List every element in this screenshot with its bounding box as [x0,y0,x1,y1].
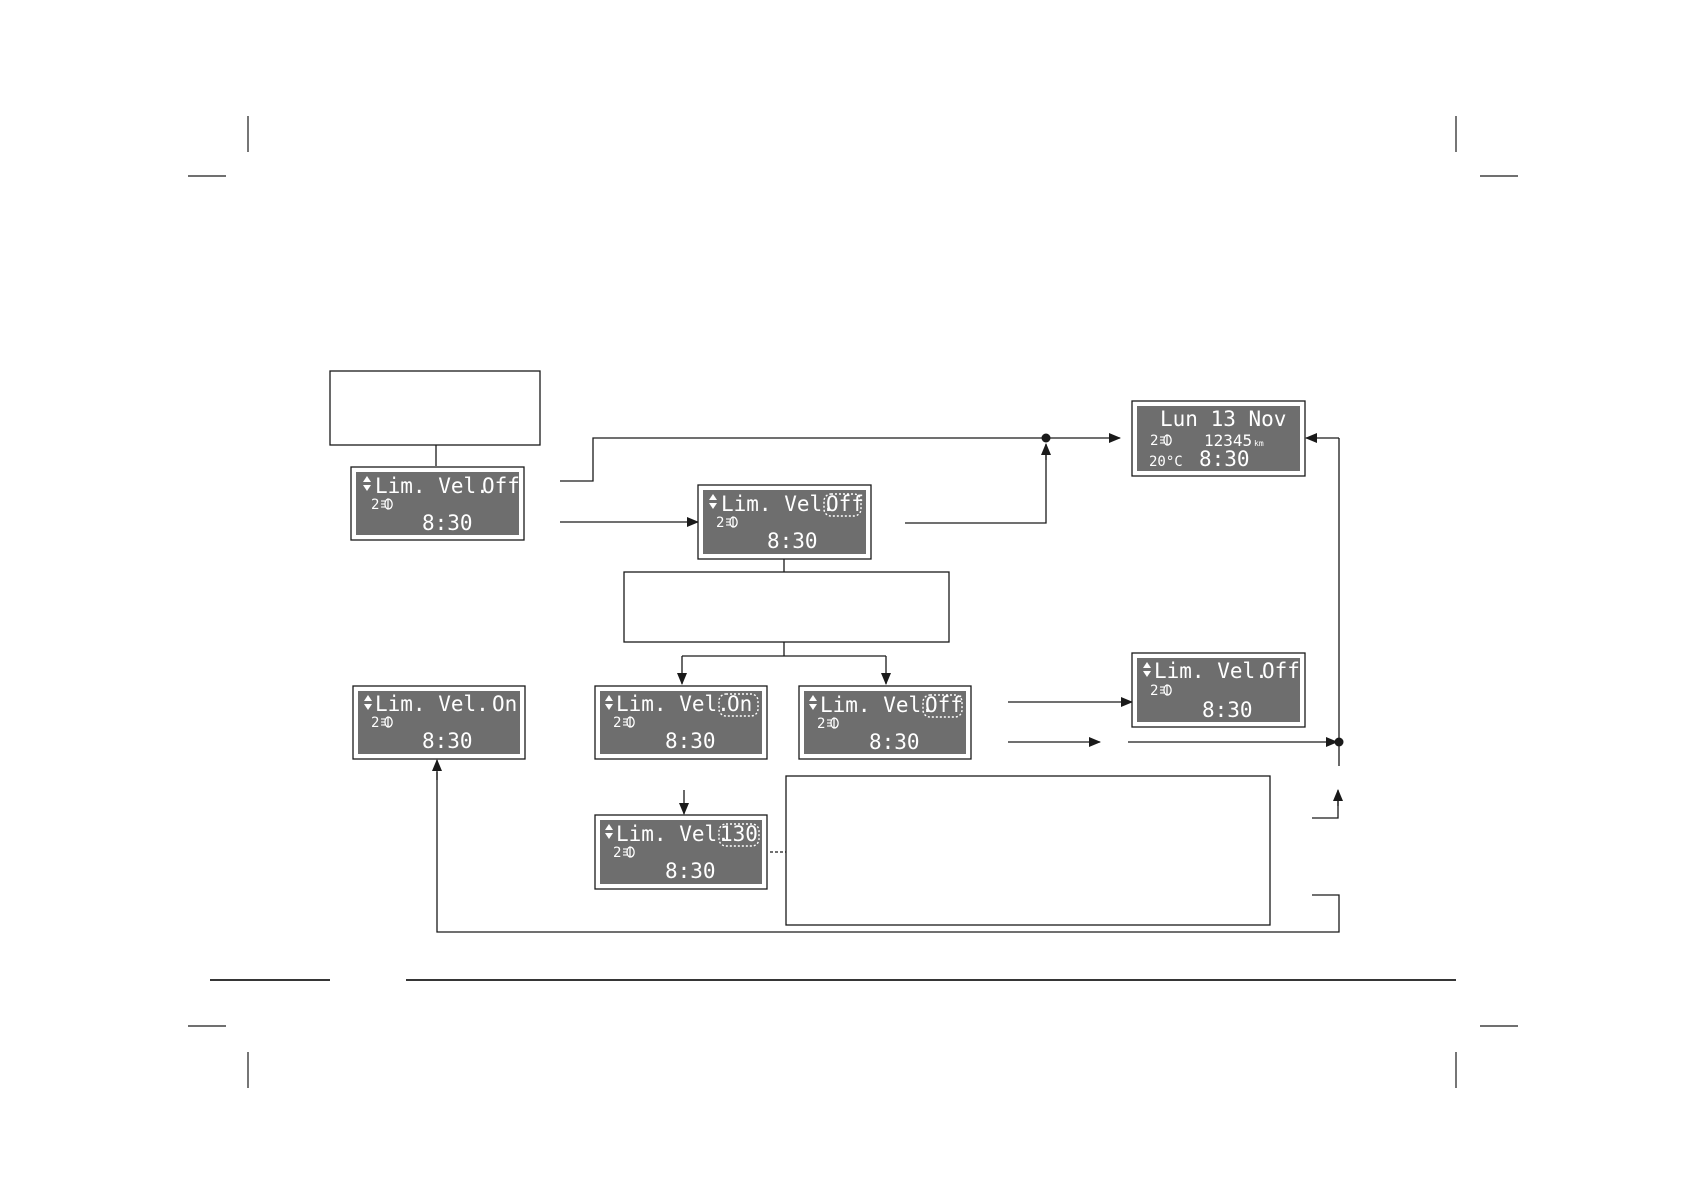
display-label: Lim. Vel. [721,492,835,516]
display-value: On [492,692,517,716]
display-speed-limit-off-selected-2: Lim. Vel. Off 2 8:30 [798,685,972,760]
selection-highlight [922,694,963,718]
clock-time: 8:30 [869,730,920,754]
clock-time: 8:30 [767,529,818,553]
display-speed-limit-off-selected: Lim. Vel. Off 2 8:30 [697,484,872,560]
display-label: Lim. Vel. [1154,659,1268,683]
display-speed-limit-130: Lim. Vel. 130 2 8:30 [594,814,768,890]
gear-indicator: 2 [371,497,379,513]
gear-indicator: 2 [1150,433,1158,449]
junction-dot [1041,433,1051,443]
selection-highlight [718,693,759,717]
clock-time: 8:30 [665,729,716,753]
outside-temperature: 20°C [1149,454,1183,470]
display-value: 130 [720,822,758,846]
gear-indicator: 2 [371,715,379,731]
label-box-center [623,571,950,643]
date-text: Lun 13 Nov [1160,407,1286,431]
label-box-top-left [329,370,541,446]
gear-indicator: 2 [1150,683,1158,699]
gear-indicator: 2 [716,515,724,531]
display-speed-limit-off-result: Lim. Vel. Off 2 8:30 [1131,652,1306,728]
gear-indicator: 2 [613,715,621,731]
odometer-unit: km [1254,439,1264,448]
gear-indicator: 2 [817,716,825,732]
display-value: On [727,692,752,716]
display-label: Lim. Vel. [616,822,730,846]
display-speed-limit-off: Lim. Vel. Off 2 8:30 [350,466,525,541]
display-main-screen: Lun 13 Nov 2 12345 km 20°C 8:30 [1131,400,1306,477]
junction-dot [1334,737,1344,747]
odometer: 12345 [1204,431,1252,450]
display-label: Lim. Vel. [375,692,489,716]
display-value: Off [826,492,864,516]
gear-indicator: 2 [613,845,621,861]
display-value: Off [482,474,520,498]
clock-time: 8:30 [1202,698,1253,722]
clock-time: 8:30 [1199,447,1250,471]
label-box-bottom [785,775,1271,926]
display-label: Lim. Vel. [375,474,489,498]
clock-time: 8:30 [422,511,473,535]
display-speed-limit-on: Lim. Vel. On 2 8:30 [352,685,526,760]
display-value: Off [1262,659,1300,683]
display-value: Off [925,693,963,717]
clock-time: 8:30 [665,859,716,883]
crop-marks [188,116,1518,1088]
display-label: Lim. Vel. [616,692,730,716]
clock-time: 8:30 [422,729,473,753]
display-speed-limit-on-selected: Lim. Vel. On 2 8:30 [594,685,768,760]
display-label: Lim. Vel. [820,693,934,717]
connectors [432,433,1343,933]
selection-highlight [823,493,862,517]
selection-highlight [718,823,760,847]
